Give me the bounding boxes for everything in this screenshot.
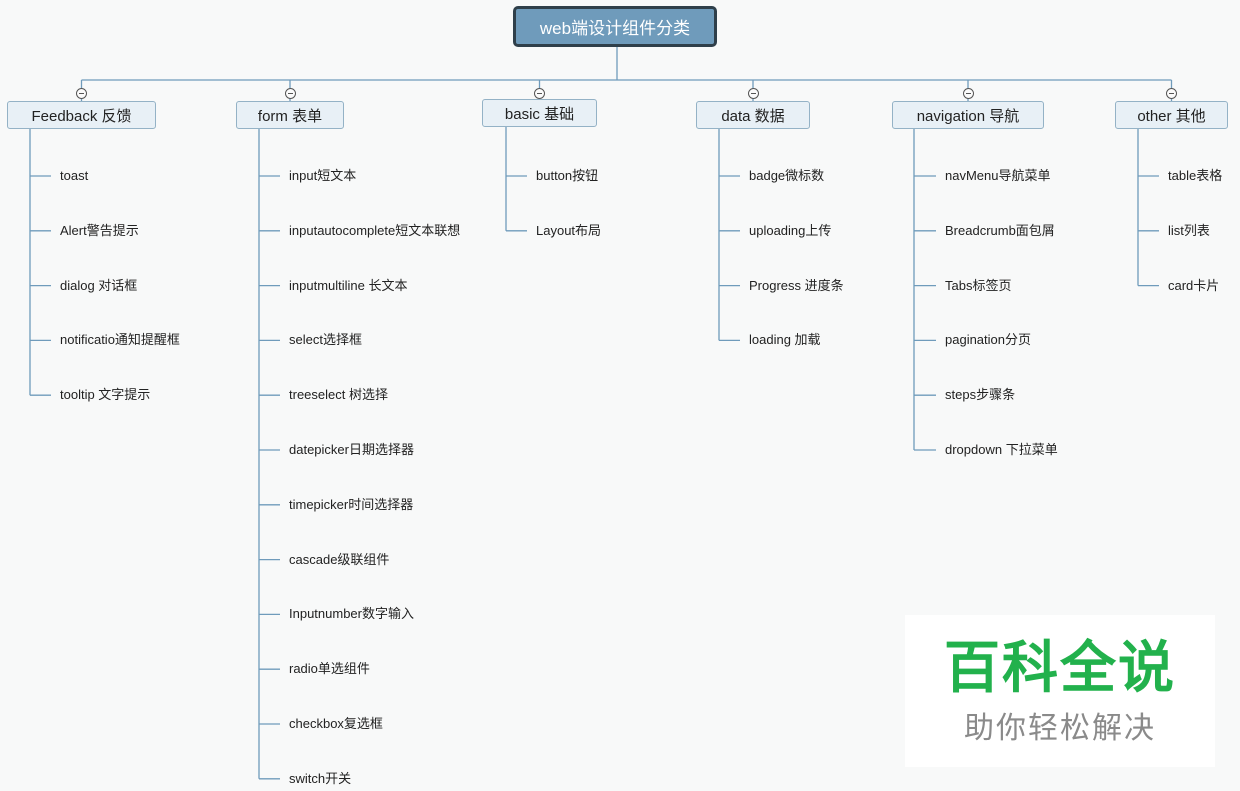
collapse-toggle-icon[interactable]: [534, 88, 545, 99]
leaf-topic[interactable]: badge微标数: [749, 168, 825, 183]
branch-topic-label: data 数据: [721, 107, 785, 125]
leaf-topic[interactable]: steps步骤条: [945, 387, 1016, 403]
collapse-toggle-icon[interactable]: [76, 88, 87, 99]
leaf-topic[interactable]: uploading上传: [749, 222, 832, 238]
branch-topic[interactable]: data 数据: [696, 101, 810, 129]
leaf-topic[interactable]: pagination分页: [945, 332, 1031, 348]
leaf-topic[interactable]: notificatio通知提醒框: [60, 332, 180, 348]
leaf-topic[interactable]: radio单选组件: [289, 661, 370, 677]
branch-topic-label: form 表单: [257, 107, 323, 125]
leaf-topic[interactable]: Layout布局: [536, 222, 602, 238]
leaf-topic[interactable]: tooltip 文字提示: [60, 387, 151, 403]
collapse-toggle-icon[interactable]: [962, 88, 974, 99]
root-topic-label: web端设计组件分类: [539, 19, 691, 38]
leaf-topic[interactable]: dropdown 下拉菜单: [945, 442, 1058, 457]
branch-topic-label: basic 基础: [504, 105, 575, 123]
collapse-toggle-icon[interactable]: [1166, 88, 1177, 99]
branch-topic-label: Feedback 反馈: [31, 107, 132, 125]
leaf-topic[interactable]: Progress 进度条: [749, 277, 844, 293]
leaf-topic[interactable]: button按钮: [536, 168, 599, 183]
watermark-logo: 百科全说 助你轻松解决: [905, 615, 1215, 767]
leaf-topic[interactable]: dialog 对话框: [60, 277, 138, 293]
leaf-topic[interactable]: Inputnumber数字输入: [289, 606, 414, 622]
leaf-topic[interactable]: cascade级联组件: [289, 551, 390, 567]
leaf-topic[interactable]: loading 加载: [749, 332, 821, 348]
leaf-topic[interactable]: checkbox复选框: [289, 716, 383, 731]
collapse-toggle-icon[interactable]: [747, 88, 759, 99]
leaf-topic[interactable]: treeselect 树选择: [289, 387, 388, 403]
branch-topic[interactable]: Feedback 反馈: [7, 101, 156, 129]
collapse-toggle-icon[interactable]: [284, 88, 296, 99]
leaf-topic[interactable]: switch开关: [289, 770, 352, 786]
leaf-topic[interactable]: select选择框: [289, 332, 362, 348]
branch-topic[interactable]: navigation 导航: [892, 101, 1044, 129]
leaf-topic[interactable]: navMenu导航菜单: [945, 168, 1051, 183]
branch-topic[interactable]: form 表单: [236, 101, 344, 129]
leaf-topic[interactable]: Tabs标签页: [945, 277, 1012, 293]
leaf-topic[interactable]: timepicker时间选择器: [289, 496, 414, 512]
leaf-topic[interactable]: input短文本: [289, 168, 357, 183]
leaf-topic[interactable]: card卡片: [1168, 277, 1220, 293]
leaf-topic[interactable]: Alert警告提示: [60, 222, 139, 238]
watermark-subtitle: 助你轻松解决: [964, 711, 1156, 746]
leaf-topic[interactable]: toast: [60, 168, 89, 183]
watermark-title: 百科全说: [944, 636, 1176, 701]
leaf-topic[interactable]: table表格: [1168, 168, 1223, 183]
leaf-topic[interactable]: Breadcrumb面包屑: [945, 222, 1055, 238]
branch-topic[interactable]: other 其他: [1115, 101, 1228, 129]
leaf-topic[interactable]: inputautocomplete短文本联想: [289, 222, 461, 238]
leaf-topic[interactable]: inputmultiline 长文本: [289, 277, 408, 293]
branch-topic[interactable]: basic 基础: [482, 99, 597, 127]
branch-topic-label: navigation 导航: [916, 107, 1020, 125]
leaf-topic[interactable]: datepicker日期选择器: [289, 442, 414, 457]
leaf-topic[interactable]: list列表: [1168, 222, 1210, 238]
branch-topic-label: other 其他: [1137, 107, 1206, 125]
root-topic[interactable]: web端设计组件分类: [513, 6, 717, 47]
